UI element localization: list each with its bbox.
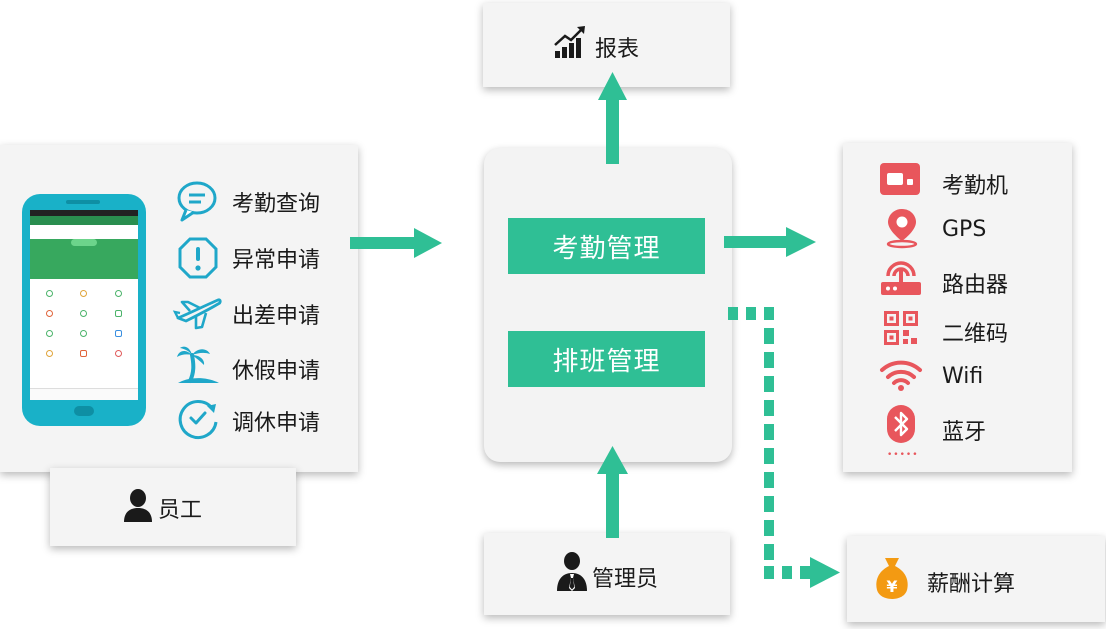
manager-label: 管理员 (592, 567, 659, 592)
attendance-machine-icon (880, 163, 920, 195)
employee-item-label: 调休申请 (232, 411, 321, 436)
employee-item-label: 考勤查询 (232, 192, 321, 217)
report-label: 报表 (595, 37, 640, 62)
money-bag-icon: ¥ (876, 558, 908, 599)
arrow-management-to-report (598, 72, 627, 164)
bluetooth-icon (887, 405, 915, 443)
method-label: Wifi (942, 364, 984, 389)
schedule-management-block: 排班管理 (508, 331, 705, 387)
person-icon (124, 489, 152, 522)
phone-mockup (22, 194, 146, 426)
manager-box: 管理员 (484, 533, 730, 615)
location-pin-icon (886, 209, 918, 249)
airplane-icon (172, 298, 222, 330)
palm-tree-icon (177, 346, 219, 383)
method-label: 考勤机 (942, 174, 1009, 199)
employee-item-label: 出差申请 (232, 304, 321, 329)
qr-code-icon (884, 311, 918, 345)
report-box: 报表 (483, 3, 730, 87)
method-label: GPS (942, 217, 987, 242)
salary-label: 薪酬计算 (927, 572, 1016, 597)
alert-octagon-icon (178, 237, 218, 279)
clock-cycle-icon (178, 400, 218, 439)
router-icon (881, 261, 921, 295)
method-label: 二维码 (942, 322, 1009, 347)
employee-item-label: 休假申请 (232, 359, 321, 384)
employee-item-label: 异常申请 (232, 248, 321, 273)
arrow-attendance-to-methods (724, 227, 816, 257)
method-label: 蓝牙 (942, 420, 987, 445)
method-label: 路由器 (942, 273, 1009, 298)
manager-icon (557, 552, 587, 591)
arrow-employee-to-management (350, 228, 442, 258)
employee-label: 员工 (158, 498, 203, 523)
wifi-icon (880, 360, 922, 391)
svg-text:¥: ¥ (886, 577, 897, 596)
management-center-box (484, 148, 732, 462)
attendance-methods-box (843, 143, 1072, 472)
dashed-arrow-schedule-to-salary (728, 307, 840, 588)
chart-up-icon (554, 26, 585, 58)
salary-box: ¥ 薪酬计算 (847, 536, 1105, 622)
attendance-management-block: 考勤管理 (508, 218, 705, 274)
arrow-manager-to-management (597, 446, 628, 538)
employee-label-box: 员工 (50, 468, 296, 546)
chat-bubble-icon (177, 181, 217, 222)
more-methods-dots: ••••• (887, 450, 919, 460)
